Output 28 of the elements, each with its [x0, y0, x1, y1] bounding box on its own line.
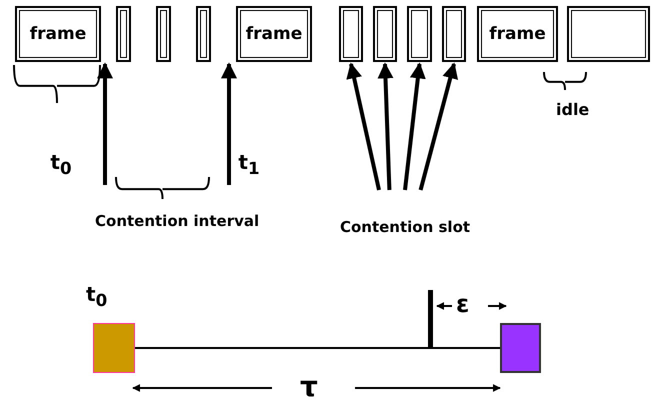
epsilon-symbol: ε — [456, 290, 470, 318]
station-square — [500, 323, 541, 373]
slot-box — [156, 6, 171, 62]
tau-symbol: τ — [300, 370, 318, 401]
interval-label: Contention interval — [95, 212, 260, 230]
slot-box — [373, 6, 397, 62]
frame-box: frame — [15, 6, 101, 62]
slot-box — [196, 6, 211, 62]
time-label: t$_{1}$ — [236, 150, 262, 184]
idle-label: idle — [556, 100, 590, 119]
frame-box: frame — [236, 6, 312, 62]
arrow — [346, 62, 381, 190]
contention-slot-label: Contention slot — [340, 190, 470, 236]
slot-box — [339, 6, 363, 62]
arrow — [97, 62, 113, 185]
frame-box: frame — [477, 6, 558, 62]
arrow — [403, 62, 426, 190]
time-label: t$_{0}$ — [86, 282, 108, 310]
time-label: t$_{0}$ — [48, 150, 74, 184]
slot-box — [567, 6, 650, 62]
slot-box — [407, 6, 432, 62]
slot-box — [116, 6, 131, 62]
station-square — [93, 323, 135, 373]
arrow — [221, 62, 237, 185]
slot-box — [442, 6, 466, 62]
arrow — [378, 62, 394, 190]
connecting-line — [135, 347, 500, 349]
arrow — [418, 62, 458, 191]
